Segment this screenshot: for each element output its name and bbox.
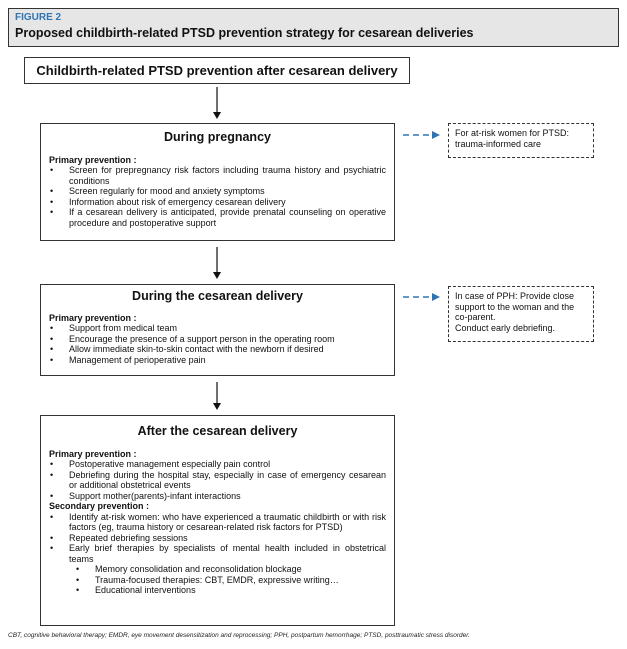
down-arrow-delivery-to-after [213,382,221,410]
figure-title: Proposed childbirth-related PTSD prevent… [15,26,474,40]
down-arrow-pregnancy-to-delivery [213,247,221,279]
secondary-prevention-label: Secondary prevention : [49,501,150,511]
footnote: CBT, cognitive behavioral therapy; EMDR,… [8,632,470,639]
list-item: Screen regularly for mood and anxiety sy… [49,186,386,197]
stage-node-after-delivery: After the cesarean delivery Primary prev… [40,415,395,626]
side-note-line: Conduct early debriefing. [455,322,556,333]
primary-prevention-label: Primary prevention : [49,154,137,165]
stage-title: During the cesarean delivery [132,289,303,303]
sub-list-item: Educational interventions [49,585,386,596]
list-item: Screen for prepregnancy risk factors inc… [49,165,386,186]
stage-node-cesarean-delivery: During the cesarean delivery Primary pre… [40,284,395,376]
side-note-pph: In case of PPH: Provide close support to… [448,286,594,342]
list-item: Allow immediate skin-to-skin contact wit… [49,344,386,355]
sub-list-item: Trauma-focused therapies: CBT, EMDR, exp… [49,575,386,586]
list-item: Information about risk of emergency cesa… [49,197,386,208]
stage-title: After the cesarean delivery [137,424,298,438]
root-node: Childbirth-related PTSD prevention after… [24,57,410,84]
primary-prevention-label: Primary prevention : [49,312,137,323]
primary-prevention-list: Screen for prepregnancy risk factors inc… [49,165,386,228]
figure-header: FIGURE 2 Proposed childbirth-related PTS… [8,8,619,47]
list-item: Support mother(parents)-infant interacti… [49,491,386,502]
side-note-line: For at-risk women for PTSD: [455,128,570,138]
therapy-sublist: Memory consolidation and reconsolidation… [49,564,386,596]
list-item: Management of perioperative pain [49,355,386,366]
primary-prevention-label: Primary prevention : [49,448,137,459]
primary-prevention-list: Support from medical team Encourage the … [49,323,386,365]
side-note-line: trauma-informed care [455,138,542,149]
secondary-prevention-list: Identify at-risk women: who have experie… [49,512,386,565]
side-note-trauma-informed-care: For at-risk women for PTSD: trauma-infor… [448,123,594,158]
list-item: Debriefing during the hospital stay, esp… [49,470,386,491]
stage-node-pregnancy: During pregnancy Primary prevention : Sc… [40,123,395,241]
list-item-text: Early brief therapies by specialists of … [69,543,386,564]
figure-label: FIGURE 2 [15,12,62,23]
list-item: Encourage the presence of a support pers… [49,334,386,345]
list-item: Postoperative management especially pain… [49,459,386,470]
list-item: Identify at-risk women: who have experie… [49,512,386,533]
side-note-line: In case of PPH: Provide close support to… [455,291,575,322]
list-item: Early brief therapies by specialists of … [49,543,386,564]
down-arrow-root-to-pregnancy [213,87,221,119]
sub-list-item: Memory consolidation and reconsolidation… [49,564,386,575]
list-item: Support from medical team [49,323,386,334]
primary-prevention-list: Postoperative management especially pain… [49,459,386,501]
list-item: If a cesarean delivery is anticipated, p… [49,207,386,228]
dashed-arrow-pregnancy-side [403,131,440,139]
stage-title: During pregnancy [164,130,271,144]
list-item: Repeated debriefing sessions [49,533,386,544]
dashed-arrow-delivery-side [403,293,440,301]
